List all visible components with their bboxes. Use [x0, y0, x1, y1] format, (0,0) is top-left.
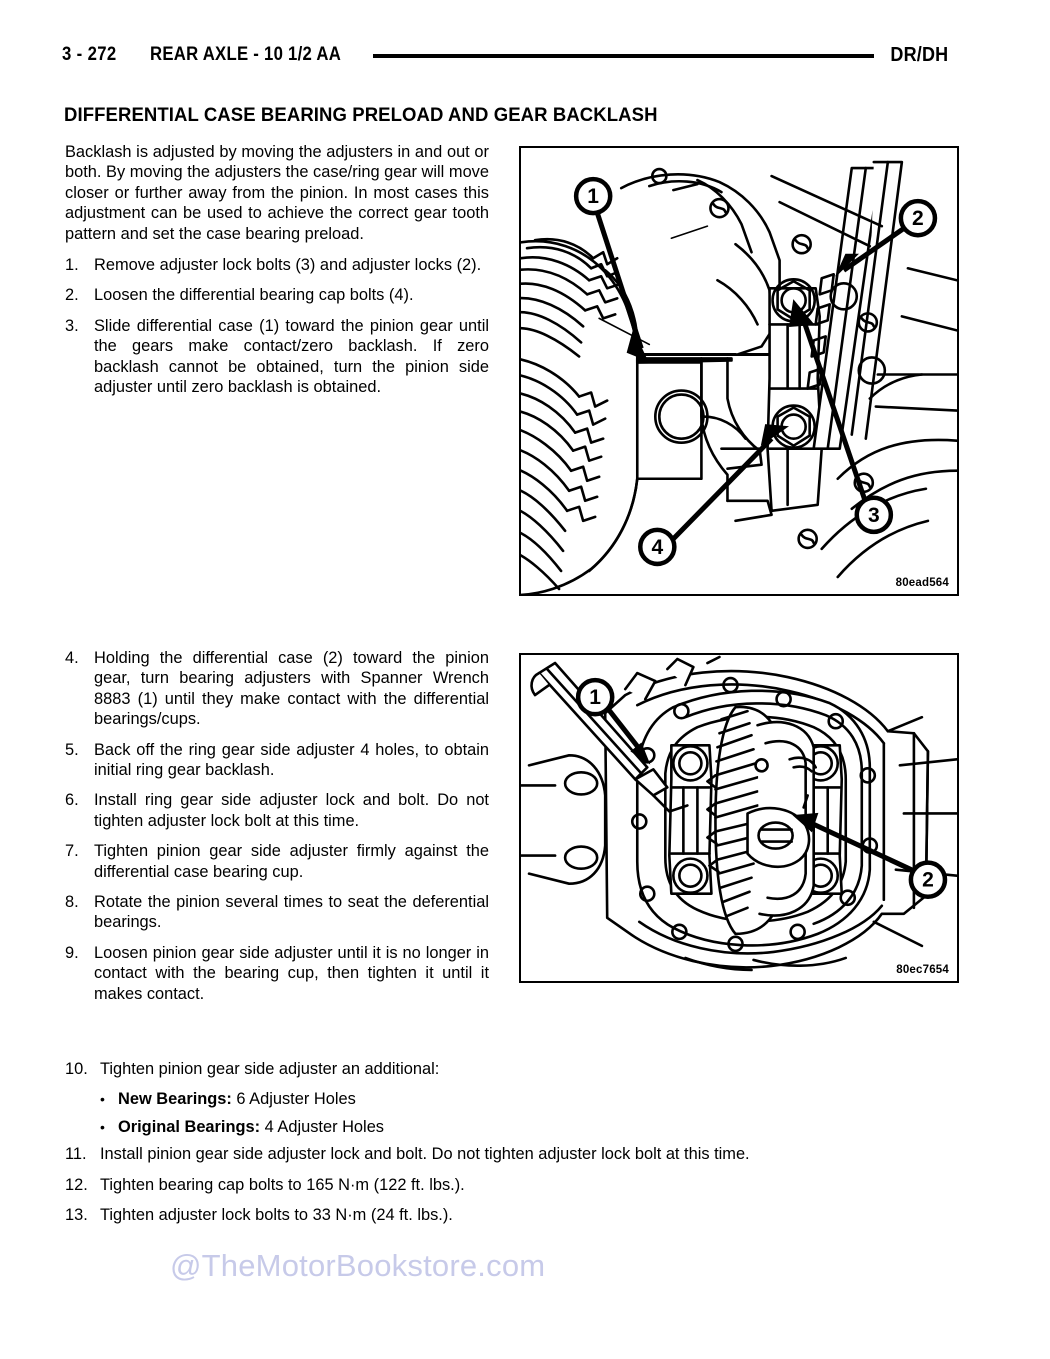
step-number: 2.: [65, 286, 79, 305]
step-number: 10.: [65, 1060, 88, 1078]
bullet-dot-icon: •: [100, 1091, 105, 1108]
book-code: DR/DH: [890, 43, 948, 66]
header-rule: [373, 54, 874, 58]
step-text: Holding the differential case (2) toward…: [94, 649, 489, 729]
procedure-text-column: 4. Holding the differential case (2) tow…: [65, 648, 489, 1014]
procedure-text-wide: 10. Tighten pinion gear side adjuster an…: [65, 1059, 885, 1235]
callout-3-label: 3: [868, 504, 880, 527]
callout-1-circle: [573, 176, 613, 216]
step-text: Install pinion gear side adjuster lock a…: [100, 1145, 750, 1164]
bullet-item: • Original Bearings: 4 Adjuster Holes: [65, 1117, 885, 1137]
step-text: Loosen the differential bearing cap bolt…: [94, 286, 414, 305]
step-number: 6.: [65, 791, 79, 810]
step-item: 3. Slide differential case (1) toward th…: [65, 316, 489, 398]
step-text: Install ring gear side adjuster lock and…: [94, 791, 489, 830]
step-text: Remove adjuster lock bolts (3) and adjus…: [94, 256, 482, 275]
step-number: 5.: [65, 740, 79, 759]
step-item: 2. Loosen the differential bearing cap b…: [65, 285, 489, 305]
figure-differential-case-bearing-caps: 1 2 3 4 80ead564: [519, 146, 959, 596]
step-text: Tighten adjuster lock bolts to 33 N·m (2…: [100, 1206, 453, 1225]
callout-4-label: 4: [651, 536, 663, 559]
watermark: @TheMotorBookstore.com: [170, 1248, 546, 1283]
step-item: 13. Tighten adjuster lock bolts to 33 N·…: [65, 1205, 885, 1225]
step-item: 8. Rotate the pinion several times to se…: [65, 892, 489, 933]
step-number: 13.: [65, 1206, 88, 1225]
callout-2-circle: [908, 860, 948, 899]
step-item: 4. Holding the differential case (2) tow…: [65, 648, 489, 730]
step-number: 3.: [65, 316, 79, 335]
step-item: 11. Install pinion gear side adjuster lo…: [65, 1144, 885, 1164]
step-item: 1. Remove adjuster lock bolts (3) and ad…: [65, 255, 489, 275]
step-number: 4.: [65, 649, 79, 667]
step-text: Tighten pinion gear side adjuster firmly…: [94, 842, 489, 881]
step-item: 12. Tighten bearing cap bolts to 165 N·m…: [65, 1175, 885, 1195]
bullet-value: 4 Adjuster Holes: [260, 1117, 384, 1136]
callout-1-circle: [575, 677, 615, 717]
step-text: Rotate the pinion several times to seat …: [94, 893, 489, 932]
figure-1-illustration: 1 2 3 4: [521, 160, 957, 594]
callout-4-circle: [638, 527, 677, 567]
step-number: 9.: [65, 943, 79, 962]
figure-code: 80ead564: [895, 577, 949, 589]
callout-2-circle: [898, 198, 938, 238]
step-item: 9. Loosen pinion gear side adjuster unti…: [65, 943, 489, 1004]
figure-2-illustration: 1 2: [521, 655, 957, 972]
intro-paragraph: Backlash is adjusted by moving the adjus…: [65, 143, 489, 243]
callout-1-label: 1: [587, 185, 599, 208]
callout-1-label: 1: [589, 686, 601, 709]
bullet-item: • New Bearings: 6 Adjuster Holes: [65, 1089, 885, 1109]
bullet-dot-icon: •: [100, 1118, 105, 1135]
bullet-value: 6 Adjuster Holes: [231, 1090, 356, 1109]
step-item: 5. Back off the ring gear side adjuster …: [65, 740, 489, 781]
step-text: Slide differential case (1) toward the p…: [94, 316, 489, 397]
figure-axle-housing-spanner-wrench: 1 2 80ec7654: [519, 653, 959, 983]
step-number: 8.: [65, 893, 79, 912]
step-number: 11.: [65, 1145, 87, 1164]
callout-3-circle: [854, 495, 894, 535]
step-text: Tighten pinion gear side adjuster an add…: [100, 1060, 440, 1078]
callout-2-label: 2: [912, 207, 924, 230]
bullet-label: Original Bearings:: [118, 1117, 261, 1136]
callout-2-label: 2: [922, 869, 934, 892]
step-text: Loosen pinion gear side adjuster until i…: [94, 943, 489, 1003]
step-number: 7.: [65, 842, 79, 861]
step-item: 7. Tighten pinion gear side adjuster fir…: [65, 841, 489, 882]
step-item: 6. Install ring gear side adjuster lock …: [65, 790, 489, 831]
bullet-label: New Bearings:: [118, 1090, 232, 1109]
intro-text-column: Backlash is adjusted by moving the adjus…: [65, 142, 489, 407]
step-text: Back off the ring gear side adjuster 4 h…: [94, 740, 489, 780]
page-number: 3 - 272: [62, 44, 117, 65]
section-name: REAR AXLE - 10 1/2 AA: [149, 44, 342, 65]
step-number: 12.: [65, 1175, 88, 1194]
step-item: 10. Tighten pinion gear side adjuster an…: [65, 1059, 885, 1079]
page-header: 3 - 272 REAR AXLE - 10 1/2 AA DR/DH: [62, 38, 948, 72]
bullet-text: New Bearings: 6 Adjuster Holes: [118, 1089, 885, 1109]
step-number: 1.: [65, 256, 79, 275]
step-text: Tighten bearing cap bolts to 165 N·m (12…: [100, 1175, 465, 1194]
page-title: DIFFERENTIAL CASE BEARING PRELOAD AND GE…: [64, 104, 658, 127]
bullet-text: Original Bearings: 4 Adjuster Holes: [118, 1117, 885, 1137]
figure-code: 80ec7654: [896, 964, 949, 976]
